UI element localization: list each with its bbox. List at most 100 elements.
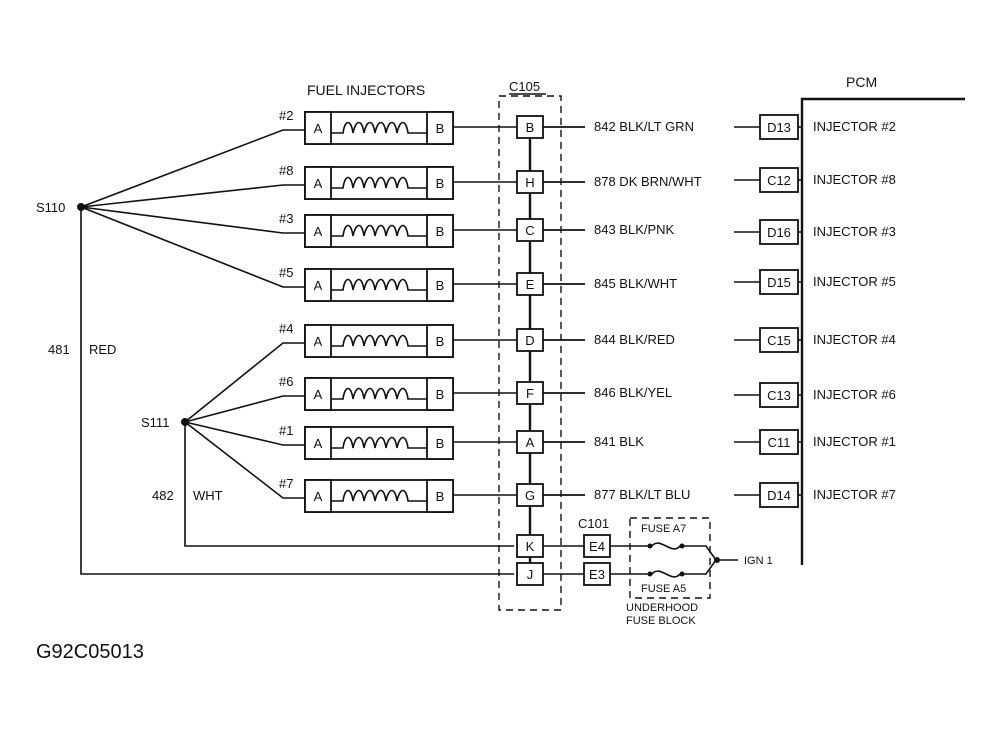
c105-connector-label: C105 [509,79,540,94]
splice-to-injector-wire [80,184,305,208]
injector-number-label: #6 [279,374,293,389]
pcm-pin-label: C15 [767,333,791,348]
splice-to-injector-wire [184,395,305,423]
pcm-pin [759,219,799,245]
wire-circuit-label: 877 BLK/LT BLU [594,487,690,502]
c105-pin-label: H [525,175,534,190]
injector-number-label: #3 [279,211,293,226]
figure-id: G92C05013 [36,641,144,663]
injector-terminal-a [304,166,332,200]
injector-terminal-b [426,166,454,200]
c105-pin-label: F [526,386,534,401]
injector-terminal-b [426,479,454,513]
fuse-a5-element [651,570,681,578]
injector-terminal-a [304,268,332,302]
injector-number-label: #8 [279,163,293,178]
c105-pin-label: G [525,488,535,503]
pcm-injector-label: INJECTOR #3 [813,224,896,239]
pcm-pin-label: C12 [767,173,791,188]
pcm-pin [759,482,799,508]
injector-terminal-b-label: B [436,387,445,402]
wire-circuit-label: 846 BLK/YEL [594,385,672,400]
injector-terminal-a [304,479,332,513]
injector-coil [331,121,427,134]
c101-connector-label: C101 [578,516,609,531]
injector-coil [331,278,427,291]
ign-1-label: IGN 1 [744,555,773,567]
fuse-a5-to-ign-junction [684,559,717,575]
fuse-a7-to-ign-junction [684,545,717,561]
wire-circuit-label: 842 BLK/LT GRN [594,119,694,134]
pcm-pin-label: D14 [767,488,791,503]
c105-pin-label: D [525,333,534,348]
injector-terminal-b-label: B [436,436,445,451]
c105-pin-j-label: J [527,567,534,582]
injector-terminal-b [426,426,454,460]
pcm-pin-label: D16 [767,225,791,240]
injector-terminal-b [426,324,454,358]
fuse-a7-terminal-right [679,543,685,549]
injector-terminal-b-label: B [436,278,445,293]
injector-terminal-a [304,377,332,411]
wire-481-color: RED [89,342,116,357]
c105-connector-outline [498,95,562,611]
splice-to-injector-wire [80,206,305,234]
injector-terminal-a-label: A [314,176,323,191]
c105-pin-label: E [526,277,535,292]
injector-coil [331,436,427,449]
c105-pin-label: A [526,435,535,450]
c101-pin-e4-label: E4 [589,539,605,554]
underhood-label-line1: UNDERHOOD [626,602,698,614]
fuse-a5-terminal-left [647,571,653,577]
splice-to-injector-wire [184,421,305,446]
fuse-a7-terminal-left [647,543,653,549]
wire-481-red [80,207,514,575]
splice-to-injector-wire [80,206,305,288]
injector-coil [331,334,427,347]
pcm-pin [759,114,799,140]
fuel-injectors-header: FUEL INJECTORS [307,82,425,98]
wire-482-color: WHT [193,488,223,503]
injector-number-label: #7 [279,476,293,491]
pcm-injector-label: INJECTOR #7 [813,487,896,502]
wire-circuit-label: 845 BLK/WHT [594,276,677,291]
fuse-a7-element [651,542,681,550]
pcm-injector-label: INJECTOR #6 [813,387,896,402]
pcm-injector-label: INJECTOR #8 [813,172,896,187]
splice-to-injector-wire [80,129,305,208]
wire-circuit-label: 843 BLK/PNK [594,222,675,237]
injector-terminal-a [304,426,332,460]
pcm-pin [759,382,799,408]
injector-number-label: #5 [279,265,293,280]
pcm-pin-label: D15 [767,275,791,290]
pcm-injector-label: INJECTOR #4 [813,332,896,347]
injector-terminal-a [304,324,332,358]
injector-coil [331,489,427,502]
injector-number-label: #4 [279,321,293,336]
injector-terminal-a-label: A [314,489,323,504]
injector-terminal-a-label: A [314,387,323,402]
injector-terminal-a-label: A [314,121,323,136]
splice-to-injector-wire [184,342,305,423]
injector-terminal-b-label: B [436,334,445,349]
injector-row: #5A B E 845 BLK/WHT D15 INJECTOR #5 [80,206,896,302]
pcm-injector-label: INJECTOR #5 [813,274,896,289]
injector-terminal-a-label: A [314,334,323,349]
injector-terminal-a [304,111,332,145]
injector-terminal-a-label: A [314,278,323,293]
c105-pin-k-label: K [526,539,535,554]
injector-terminal-b-label: B [436,489,445,504]
wire-481-circuit: 481 [48,342,70,357]
pcm-injector-label: INJECTOR #1 [813,434,896,449]
pcm-pin-label: C11 [768,435,791,450]
underhood-label-line2: FUSE BLOCK [626,615,696,627]
fuse-a5-label: FUSE A5 [641,583,686,595]
injector-terminal-b [426,111,454,145]
